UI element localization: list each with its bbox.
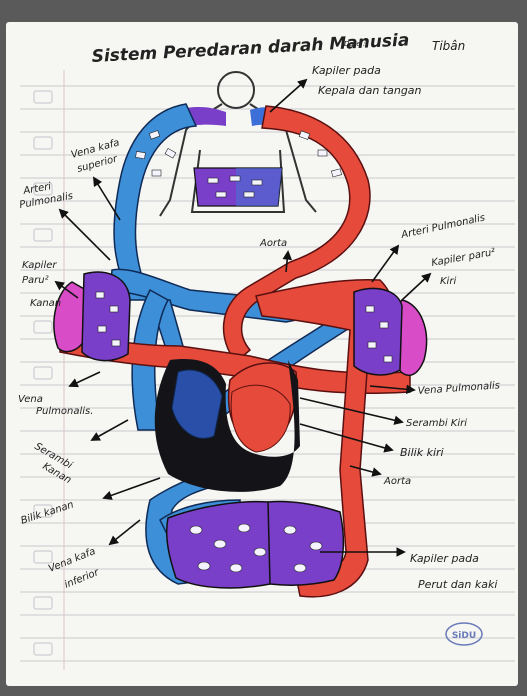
label-kapiler-paru-kanan-1: Kapiler — [22, 260, 57, 271]
author-name: Tibân — [432, 39, 465, 53]
label-bilik-kiri: Bilik kiri — [400, 446, 444, 459]
label-arteri-pulmonalis-right: Arteri Pulmonalis — [399, 212, 486, 241]
label-vena-pulmonalis-left-1: Vena — [18, 394, 43, 405]
label-vena-kava-inferior-2: inferior — [63, 567, 101, 591]
label-kapiler-paru-kiri-2: Kiri — [440, 276, 456, 287]
label-kapiler-paru-kanan-2: Paru² — [22, 275, 49, 286]
label-aorta-bottom: Aorta — [383, 476, 411, 487]
label-vena-pulmonalis-left-2: Pulmonalis. — [36, 406, 93, 417]
label-aorta-top: Aorta — [259, 238, 287, 249]
label-serambi-kiri: Serambi Kiri — [406, 418, 467, 429]
label-kapiler-paru-kanan-3: Kanan — [30, 298, 61, 309]
label-kapiler-perut-1: Kapiler pada — [410, 552, 479, 565]
brand-text: SiDU — [452, 631, 476, 641]
label-kapiler-perut-2: Perut dan kaki — [418, 578, 497, 591]
label-kapiler-kepala-1: Kapiler pada — [312, 64, 381, 77]
label-kapiler-kepala-2: Kepala dan tangan — [318, 84, 422, 97]
title: Sistem Peredaran darah Manusia — [91, 30, 410, 67]
label-vena-pulmonalis-right: Vena Pulmonalis — [417, 380, 500, 397]
date-label: Date : — [344, 40, 365, 48]
label-kapiler-paru-kiri-1: Kapiler paru² — [431, 247, 497, 269]
brand-logo: SiDU — [446, 623, 482, 645]
